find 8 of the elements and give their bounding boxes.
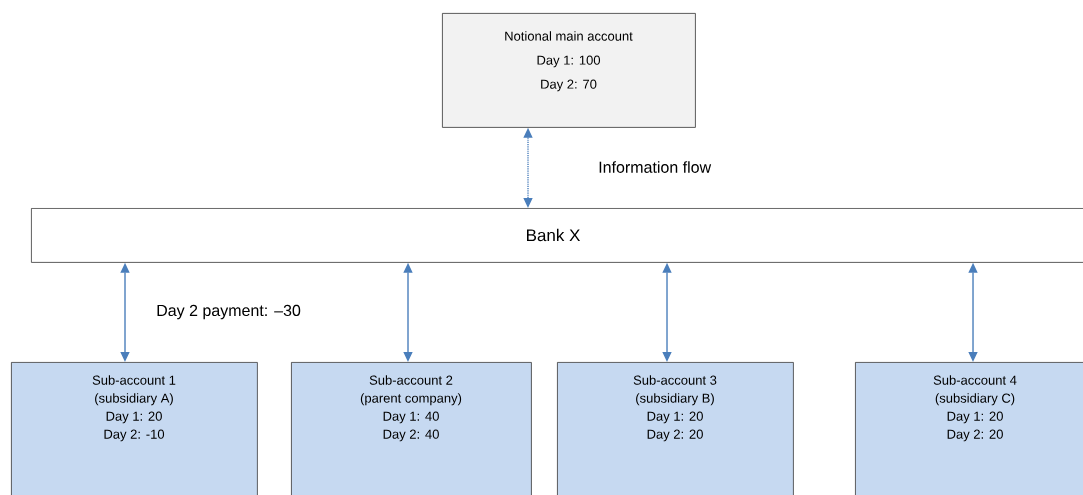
- bank-band: Bank X: [31, 208, 1083, 263]
- account-box: Sub-account 2 (parent company) Day 1: 40 Day 2: 40: [291, 362, 532, 495]
- account-box: Sub-account 4 (subsidiary C) Day 1: 20 Day 2: 20: [855, 362, 1083, 495]
- edge-label: Day 2 payment: –30: [155, 303, 302, 321]
- account-box: Sub-account 3 (subsidiary B) Day 1: 20 Day 2: 20: [557, 362, 794, 495]
- account-box: Notional main account Day 1: 100 Day 2: 70: [442, 13, 696, 128]
- account-box: Sub-account 1 (subsidiary A) Day 1: 20 Day 2: -10: [11, 362, 258, 495]
- edge-label: Information flow: [597, 160, 713, 174]
